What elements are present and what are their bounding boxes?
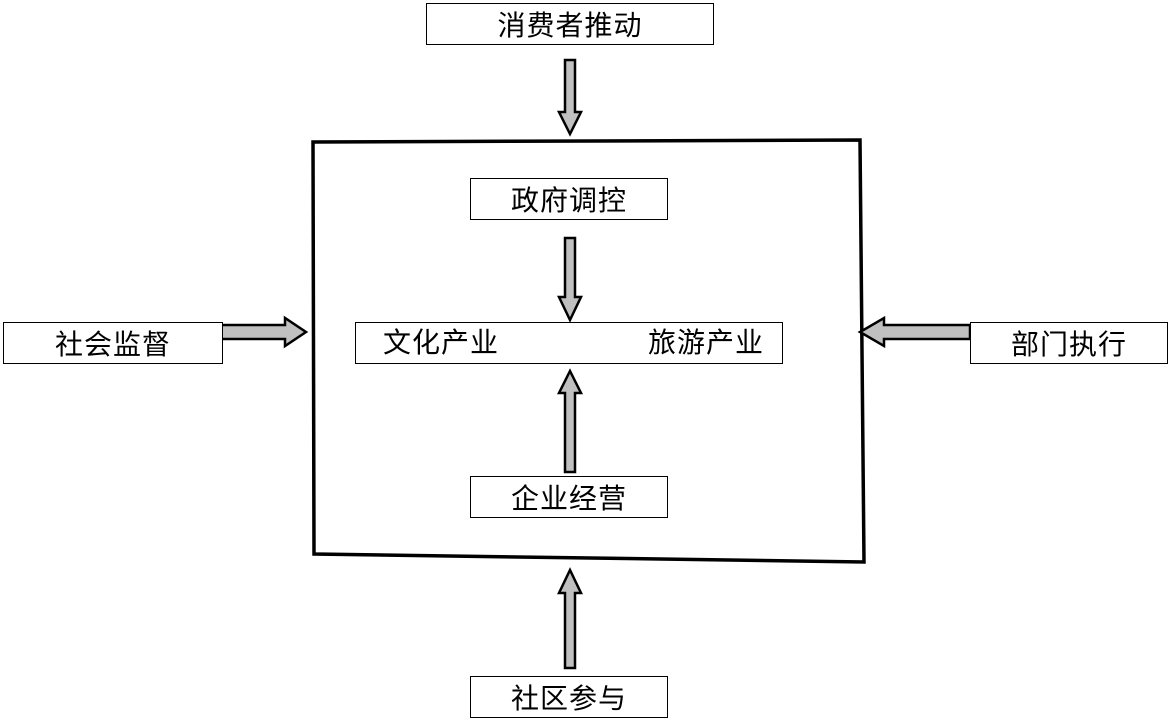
arrow-enterprise-to-industries <box>556 368 584 474</box>
node-tourism-industry-label: 旅游产业 <box>648 326 765 359</box>
node-community-participation-label: 社区参与 <box>510 682 627 715</box>
node-consumer-drive-label: 消费者推动 <box>497 9 643 42</box>
node-community-participation: 社区参与 <box>470 676 668 718</box>
arrow-community-to-system <box>557 567 583 670</box>
node-government-control: 政府调控 <box>470 178 668 220</box>
system-frame <box>311 138 866 564</box>
node-enterprise-operation: 企业经营 <box>470 476 668 518</box>
node-cultural-industry-label: 文化产业 <box>383 326 500 359</box>
node-industries-container <box>355 322 783 364</box>
node-social-supervision: 社会监督 <box>3 322 223 364</box>
node-department-execution: 部门执行 <box>970 322 1168 364</box>
node-enterprise-operation-label: 企业经营 <box>510 482 627 515</box>
arrow-department-to-system <box>857 315 972 349</box>
node-government-control-label: 政府调控 <box>510 184 627 217</box>
arrow-supervision-to-system <box>218 315 309 349</box>
node-department-execution-label: 部门执行 <box>1010 328 1127 361</box>
arrow-government-to-industries <box>557 236 583 323</box>
node-social-supervision-label: 社会监督 <box>54 328 171 361</box>
node-consumer-drive: 消费者推动 <box>426 3 714 45</box>
arrow-consumer-to-system <box>556 58 584 137</box>
